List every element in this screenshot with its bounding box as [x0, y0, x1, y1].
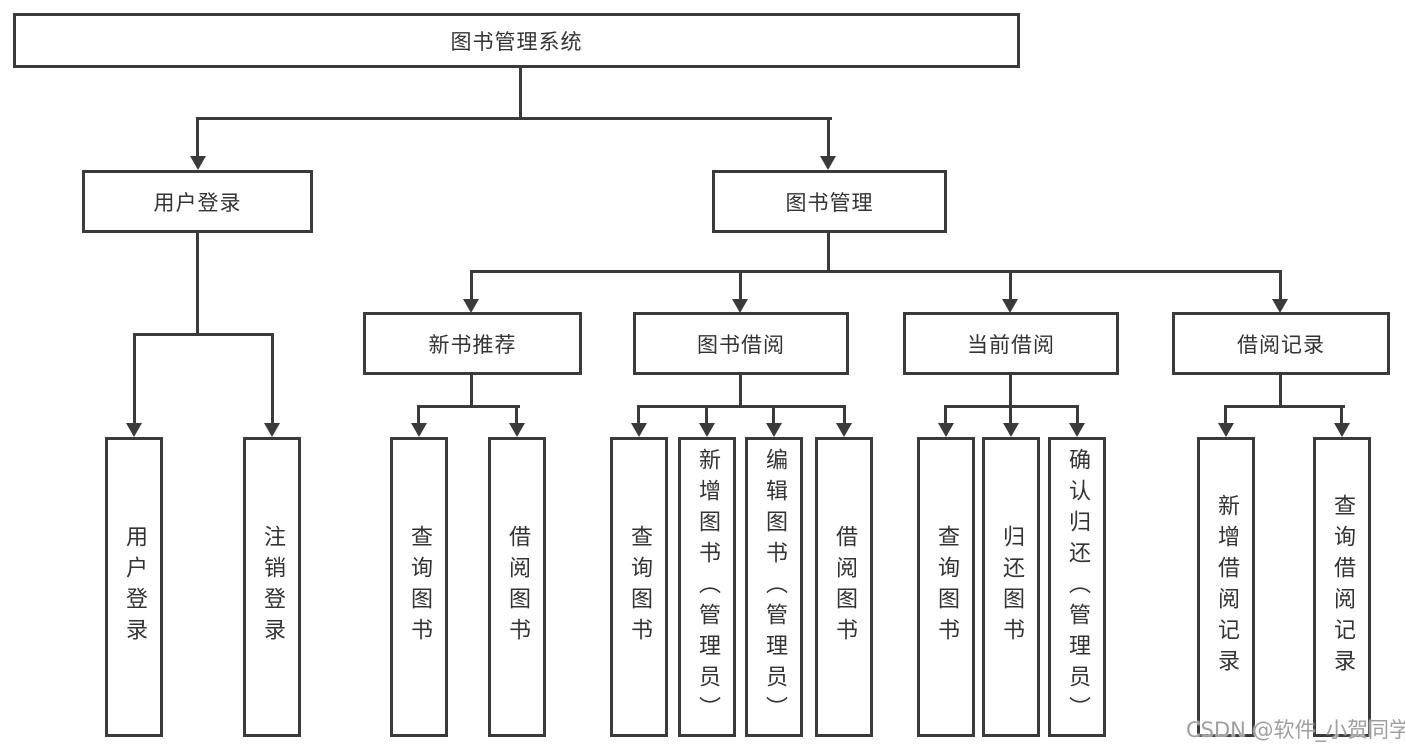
connector-line — [637, 405, 640, 425]
connector-line — [133, 333, 274, 336]
node-root-label: 图书管理系统 — [450, 29, 583, 54]
connector-line — [271, 333, 274, 424]
leaf-query-borrow-record-label: 查询借阅记录 — [1330, 494, 1355, 680]
leaf-query-book-c: 查询图书 — [917, 437, 975, 737]
leaf-query-book-a: 查询图书 — [390, 437, 448, 737]
connector-line — [1279, 270, 1282, 300]
arrow-down-icon — [1003, 423, 1019, 437]
node-user-login-label: 用户登录 — [153, 190, 242, 215]
connector-line — [1340, 405, 1343, 425]
leaf-confirm-return-admin-label: 确认归还（管理员） — [1065, 447, 1090, 727]
arrow-down-icon — [699, 423, 715, 437]
leaf-return-book-label: 归还图书 — [999, 525, 1024, 649]
leaf-add-borrow-record: 新增借阅记录 — [1197, 437, 1255, 737]
arrow-down-icon — [1272, 299, 1288, 313]
leaf-add-book-admin: 新增图书（管理员） — [678, 437, 736, 737]
leaf-edit-book-admin-label: 编辑图书（管理员） — [762, 447, 787, 727]
arrow-down-icon — [820, 156, 836, 170]
connector-line — [470, 374, 473, 408]
node-current-borrow: 当前借阅 — [903, 312, 1119, 375]
connector-line — [827, 232, 830, 273]
connector-line — [519, 66, 522, 120]
arrow-down-icon — [1002, 299, 1018, 313]
connector-line — [944, 405, 947, 425]
arrow-down-icon — [126, 423, 142, 437]
leaf-add-book-admin-label: 新增图书（管理员） — [695, 447, 720, 727]
arrow-down-icon — [938, 423, 954, 437]
connector-line — [470, 270, 473, 300]
leaf-add-borrow-record-label: 新增借阅记录 — [1214, 494, 1239, 680]
node-root: 图书管理系统 — [13, 13, 1020, 68]
leaf-user-login-label: 用户登录 — [122, 525, 147, 649]
connector-line — [417, 405, 520, 408]
leaf-logout-label: 注销登录 — [260, 525, 285, 649]
leaf-query-book-b: 查询图书 — [610, 437, 668, 737]
connector-line — [1224, 405, 1227, 425]
connector-line — [1009, 270, 1012, 300]
connector-line — [1076, 405, 1079, 425]
connector-line — [1224, 405, 1345, 408]
connector-line — [1009, 405, 1012, 425]
node-book-management: 图书管理 — [712, 170, 947, 233]
connector-line — [637, 405, 846, 408]
connector-line — [133, 333, 136, 424]
arrow-down-icon — [463, 299, 479, 313]
connector-line — [515, 405, 518, 425]
leaf-borrow-book-b-label: 借阅图书 — [832, 525, 857, 649]
leaf-logout: 注销登录 — [243, 437, 301, 737]
leaf-user-login: 用户登录 — [105, 437, 163, 737]
arrow-down-icon — [732, 299, 748, 313]
arrow-down-icon — [1334, 423, 1350, 437]
arrow-down-icon — [411, 423, 427, 437]
leaf-borrow-book-a: 借阅图书 — [488, 437, 546, 737]
arrow-down-icon — [766, 423, 782, 437]
csdn-watermark: CSDN @软件_小贺同学 — [1186, 718, 1405, 742]
arrow-down-icon — [509, 423, 525, 437]
leaf-borrow-book-a-label: 借阅图书 — [505, 525, 530, 649]
connector-line — [196, 117, 199, 158]
arrow-down-icon — [264, 423, 280, 437]
arrow-down-icon — [836, 423, 852, 437]
connector-line — [417, 405, 420, 425]
leaf-query-book-c-label: 查询图书 — [934, 525, 959, 649]
node-book-borrow: 图书借阅 — [633, 312, 849, 375]
leaf-confirm-return-admin: 确认归还（管理员） — [1048, 437, 1106, 737]
arrow-down-icon — [1218, 423, 1234, 437]
connector-line — [1009, 374, 1012, 408]
connector-line — [470, 270, 1282, 273]
connector-line — [739, 374, 742, 408]
connector-line — [827, 117, 830, 158]
connector-line — [772, 405, 775, 425]
node-book-management-label: 图书管理 — [785, 190, 874, 215]
arrow-down-icon — [1069, 423, 1085, 437]
node-new-book-recommend-label: 新书推荐 — [428, 332, 517, 357]
node-borrow-record: 借阅记录 — [1172, 312, 1390, 375]
node-current-borrow-label: 当前借阅 — [967, 332, 1055, 357]
connector-line — [196, 117, 832, 120]
connector-line — [843, 405, 846, 425]
connector-line — [739, 270, 742, 300]
node-book-borrow-label: 图书借阅 — [697, 332, 785, 357]
connector-line — [1279, 374, 1282, 408]
leaf-borrow-book-b: 借阅图书 — [815, 437, 873, 737]
arrow-down-icon — [631, 423, 647, 437]
leaf-query-borrow-record: 查询借阅记录 — [1313, 437, 1371, 737]
connector-line — [196, 232, 199, 336]
leaf-edit-book-admin: 编辑图书（管理员） — [745, 437, 803, 737]
arrow-down-icon — [190, 156, 206, 170]
node-borrow-record-label: 借阅记录 — [1237, 332, 1325, 357]
node-new-book-recommend: 新书推荐 — [363, 312, 582, 375]
connector-line — [705, 405, 708, 425]
leaf-return-book: 归还图书 — [982, 437, 1040, 737]
leaf-query-book-b-label: 查询图书 — [627, 525, 652, 649]
leaf-query-book-a-label: 查询图书 — [407, 525, 432, 649]
node-user-login: 用户登录 — [82, 170, 313, 233]
